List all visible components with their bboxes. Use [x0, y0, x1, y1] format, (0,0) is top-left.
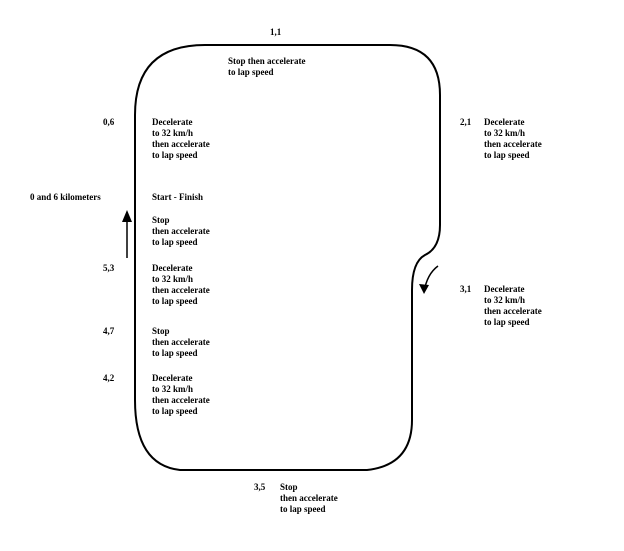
marker-4-7: 4,7 [103, 326, 115, 336]
curved-down-arrow-icon [419, 265, 439, 294]
marker-start-finish: 0 and 6 kilometers [30, 192, 101, 202]
marker-4-2: 4,2 [103, 373, 115, 383]
note-top: Stop then accelerate to lap speed [228, 56, 308, 77]
note-4-2: Decelerate to 32 km/h then accelerate to… [152, 373, 212, 416]
note-5-3: Decelerate to 32 km/h then accelerate to… [152, 263, 212, 306]
marker-3-5: 3,5 [254, 482, 266, 492]
note-0-6: Decelerate to 32 km/h then accelerate to… [152, 117, 212, 160]
track-outline [134, 44, 441, 471]
marker-3-1: 3,1 [460, 284, 472, 294]
note-3-5: Stop then accelerate to lap speed [280, 482, 340, 514]
note-after-start: Stop then accelerate to lap speed [152, 215, 212, 247]
note-2-1: Decelerate to 32 km/h then accelerate to… [484, 117, 544, 160]
up-arrow-icon [122, 210, 132, 258]
marker-2-1: 2,1 [460, 117, 472, 127]
marker-1-1: 1,1 [270, 27, 282, 37]
marker-0-6: 0,6 [103, 117, 115, 127]
note-4-7: Stop then accelerate to lap speed [152, 326, 212, 358]
note-3-1: Decelerate to 32 km/h then accelerate to… [484, 284, 544, 327]
marker-5-3: 5,3 [103, 263, 115, 273]
note-start-finish: Start - Finish [152, 192, 203, 202]
